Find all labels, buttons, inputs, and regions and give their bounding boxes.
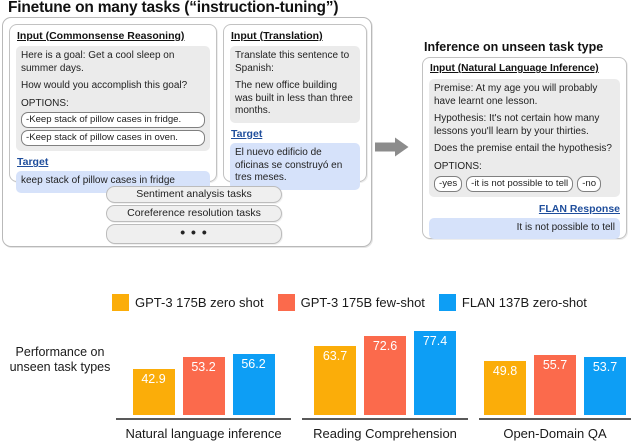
- translation-card: Input (Translation) Translate this sente…: [223, 24, 367, 190]
- bar-value-label: 49.8: [492, 364, 518, 379]
- nli-inference-card: Input (Natural Language Inference) Premi…: [422, 57, 627, 240]
- legend-entry-flan-zero-shot: FLAN 137B zero-shot: [438, 294, 587, 311]
- translation-input-block: Translate this sentence to Spanish: The …: [230, 46, 360, 123]
- legend-swatch-orange: [112, 294, 129, 311]
- chart-y-axis-caption: Performance on unseen task types: [8, 345, 112, 375]
- x-axis-line-group-0: [116, 417, 291, 420]
- bar-group-reading-comprehension: 63.7 72.6 77.4: [302, 323, 468, 415]
- x-axis-line-group-1: [302, 417, 468, 420]
- commonsense-card-heading: Input (Commonsense Reasoning): [17, 30, 185, 42]
- translation-line-2: The new office building was built in les…: [235, 80, 353, 117]
- flan-response-label: FLAN Response: [538, 202, 620, 215]
- nli-option-no[interactable]: -no: [577, 175, 602, 192]
- nli-options-row: -yes -it is not possible to tell -no: [434, 175, 615, 192]
- nli-hypothesis-line: Hypothesis: It's not certain how many le…: [434, 113, 600, 137]
- bar-nli-gpt3-few-shot: 53.2: [182, 357, 225, 415]
- commonsense-line-1: Here is a goal: Get a cool sleep on summ…: [21, 50, 175, 74]
- nli-option-yes[interactable]: -yes: [434, 175, 463, 192]
- bar-value-label: 77.4: [422, 334, 448, 349]
- page-title: Finetune on many tasks (“instruction-tun…: [8, 0, 339, 16]
- x-label-open-domain-qa: Open-Domain QA: [503, 426, 607, 441]
- legend-swatch-blue: [438, 294, 456, 311]
- chart-legend: GPT-3 175B zero shot GPT-3 175B few-shot…: [112, 294, 587, 311]
- translation-target-text: El nuevo edificio de oficinas se constru…: [230, 142, 360, 190]
- legend-entry-gpt3-few-shot: GPT-3 175B few-shot: [277, 294, 425, 311]
- inference-section-title: Inference on unseen task type: [424, 40, 604, 54]
- nli-card-heading: Input (Natural Language Inference): [430, 63, 599, 74]
- translation-target-label: Target: [231, 127, 263, 140]
- right-arrow-icon: [375, 137, 409, 157]
- bar-value-label: 53.2: [191, 360, 216, 375]
- bar-chart: 42.9 53.2 56.2 63.7 72.6 77.4 49.8: [0, 322, 640, 442]
- nli-question-line: Does the premise entail the hypothesis?: [434, 143, 612, 155]
- x-label-natural-language-inference: Natural language inference: [125, 426, 282, 441]
- bar-group-open-domain-qa: 49.8 55.7 53.7: [479, 323, 631, 415]
- translation-line-1: Translate this sentence to Spanish:: [235, 50, 350, 74]
- bars-row: 63.7 72.6 77.4: [302, 323, 468, 415]
- nli-option-not-possible-to-tell[interactable]: -it is not possible to tell: [466, 175, 574, 192]
- commonsense-line-2: How would you accomplish this goal?: [21, 80, 188, 92]
- legend-label-flan-zero-shot: FLAN 137B zero-shot: [461, 295, 587, 310]
- task-pill-sentiment-analysis[interactable]: Sentiment analysis tasks: [106, 186, 282, 203]
- bar-rc-flan-zero-shot: 77.4: [414, 331, 456, 415]
- commonsense-target-label: Target: [17, 156, 49, 169]
- bar-rc-gpt3-zero-shot: 63.7: [314, 346, 356, 415]
- bar-value-label: 42.9: [141, 371, 166, 386]
- bar-value-label: 56.2: [241, 357, 266, 372]
- bars-row: 42.9 53.2 56.2: [116, 323, 291, 415]
- task-pill-coreference-resolution[interactable]: Coreference resolution tasks: [106, 205, 282, 222]
- bar-rc-gpt3-few-shot: 72.6: [364, 336, 406, 415]
- commonsense-input-block: Here is a goal: Get a cool sleep on summ…: [16, 46, 210, 152]
- bar-value-label: 72.6: [372, 339, 398, 354]
- nli-input-block: Premise: At my age you will probably hav…: [429, 79, 620, 197]
- commonsense-option-0[interactable]: -Keep stack of pillow cases in fridge.: [21, 112, 205, 129]
- bar-nli-gpt3-zero-shot: 42.9: [132, 368, 175, 415]
- bar-group-natural-language-inference: 42.9 53.2 56.2: [116, 323, 291, 415]
- nli-options-label: OPTIONS:: [434, 160, 482, 172]
- bar-value-label: 53.7: [592, 359, 618, 374]
- bar-qa-gpt3-few-shot: 55.7: [534, 354, 576, 415]
- bar-value-label: 63.7: [322, 349, 348, 364]
- legend-label-gpt3-few-shot: GPT-3 175B few-shot: [300, 295, 425, 310]
- commonsense-option-1[interactable]: -Keep stack of pillow cases in oven.: [21, 130, 205, 147]
- translation-card-heading: Input (Translation): [231, 30, 323, 42]
- commonsense-reasoning-card: Input (Commonsense Reasoning) Here is a …: [9, 24, 217, 193]
- legend-entry-gpt3-zero-shot: GPT-3 175B zero shot: [112, 294, 264, 311]
- y-axis-caption-text: Performance on unseen task types: [9, 345, 111, 374]
- finetune-section: Input (Commonsense Reasoning) Here is a …: [2, 17, 372, 247]
- bar-qa-gpt3-zero-shot: 49.8: [484, 361, 526, 415]
- bar-value-label: 55.7: [542, 357, 568, 372]
- legend-label-gpt3-zero-shot: GPT-3 175B zero shot: [135, 295, 264, 310]
- flan-response-text: It is not possible to tell: [429, 217, 620, 240]
- x-label-reading-comprehension: Reading Comprehension: [313, 426, 457, 441]
- task-pill-more-ellipsis[interactable]: • • •: [106, 224, 282, 244]
- bars-row: 49.8 55.7 53.7: [479, 323, 631, 415]
- nli-premise-line: Premise: At my age you will probably hav…: [434, 83, 598, 107]
- bar-qa-flan-zero-shot: 53.7: [584, 356, 626, 415]
- legend-swatch-salmon: [277, 294, 295, 311]
- bar-nli-flan-zero-shot: 56.2: [232, 354, 275, 415]
- x-axis-line-group-2: [479, 417, 631, 420]
- commonsense-options-label: OPTIONS:: [21, 97, 69, 109]
